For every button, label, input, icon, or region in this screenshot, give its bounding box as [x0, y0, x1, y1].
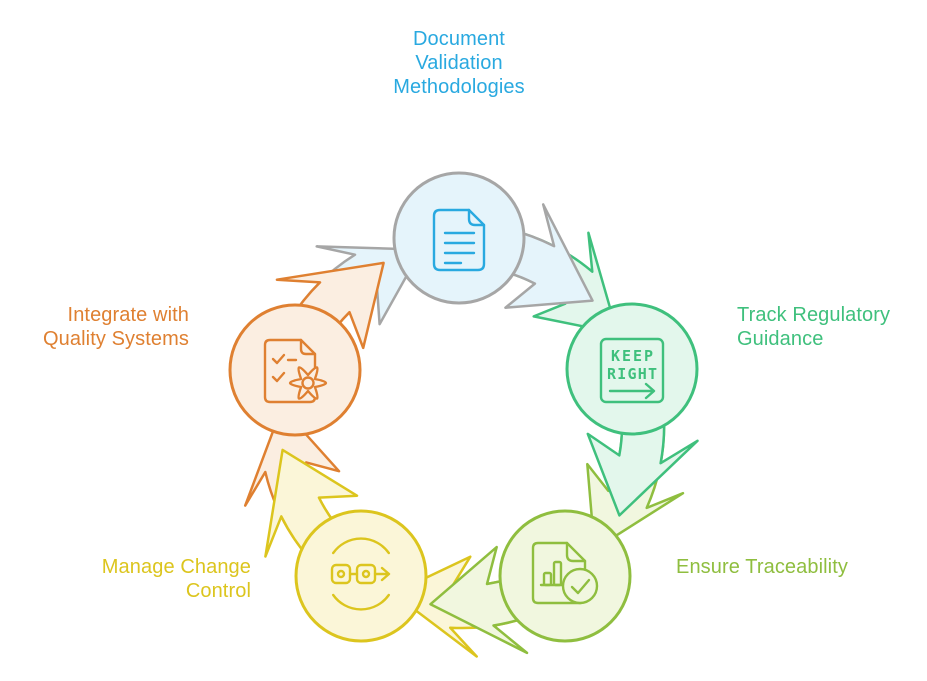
keep-right-text-line2: RIGHT — [607, 365, 657, 383]
label-integrate-with-quality-systems: Integrate with Quality Systems — [43, 304, 189, 350]
label-track-regulatory-guidance: Track Regulatory Guidance — [737, 304, 891, 350]
node-circle-manage-change — [294, 509, 428, 643]
label-ensure-traceability: Ensure Traceability — [676, 556, 848, 578]
report-check-icon — [531, 541, 599, 605]
node-circle-integrate-quality — [228, 303, 362, 437]
checklist-gear-icon — [263, 338, 328, 404]
node-circle-document-validation — [392, 171, 526, 305]
label-document-validation-methodologies: Document Validation Methodologies — [393, 28, 525, 98]
keep-right-text-line1: KEEP — [611, 347, 653, 365]
document-lines-icon — [432, 208, 486, 272]
review-workflow-icon — [330, 537, 391, 611]
node-circle-track-regulatory — [565, 302, 699, 436]
node-circles — [228, 171, 699, 643]
label-manage-change-control: Manage Change Control — [101, 556, 251, 602]
